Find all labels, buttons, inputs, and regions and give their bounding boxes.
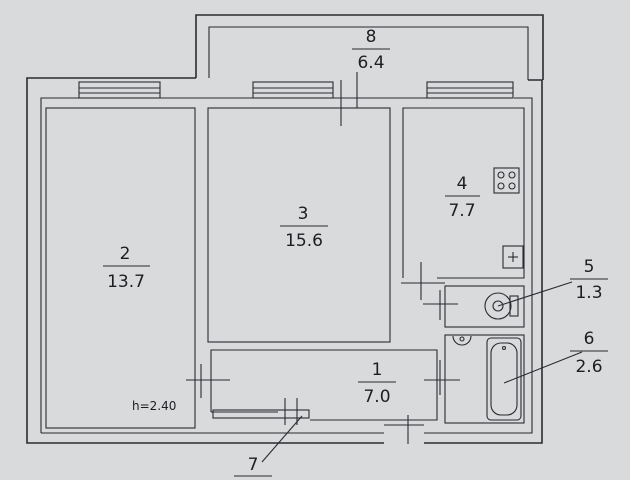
stove-icon xyxy=(493,167,520,194)
room-1 xyxy=(210,349,438,421)
room-5-area: 1.3 xyxy=(575,283,602,303)
room-5-number: 5 xyxy=(584,257,595,277)
room-6 xyxy=(444,334,525,424)
door-marks xyxy=(186,262,460,444)
room-3 xyxy=(207,107,391,343)
window-room-4 xyxy=(426,81,514,99)
room-4-area: 7.7 xyxy=(448,201,475,221)
socket-icon xyxy=(502,245,524,269)
window-room-2 xyxy=(78,81,161,99)
bathtub-icon xyxy=(486,337,522,421)
balcony-door xyxy=(340,72,358,126)
toilet-icon xyxy=(484,292,519,320)
room-2 xyxy=(45,107,196,429)
room-5 xyxy=(444,285,525,328)
room-2-area: 13.7 xyxy=(107,272,145,292)
outer-walls xyxy=(26,77,543,444)
leader-line-5 xyxy=(497,281,573,307)
room-1-area: 7.0 xyxy=(363,387,390,407)
room-6-area: 2.6 xyxy=(575,357,602,377)
room-4 xyxy=(402,107,525,279)
room-7-number: 7 xyxy=(248,455,259,475)
ceiling-height-label: h=2.40 xyxy=(132,399,176,413)
room-3-number: 3 xyxy=(298,204,309,224)
room-1-number: 1 xyxy=(372,360,383,380)
leader-line-7 xyxy=(261,415,303,463)
leader-line-6 xyxy=(503,351,583,384)
room-6-number: 6 xyxy=(584,329,595,349)
room-3-area: 15.6 xyxy=(285,231,323,251)
room-2-number: 2 xyxy=(120,244,131,264)
balcony-outline xyxy=(195,14,544,80)
room-8-area: 6.4 xyxy=(357,53,384,73)
sink-icon xyxy=(452,335,472,346)
room-7-closet xyxy=(212,409,310,419)
window-room-3 xyxy=(252,81,334,99)
room-4-number: 4 xyxy=(457,174,468,194)
room-8-number: 8 xyxy=(366,27,377,47)
